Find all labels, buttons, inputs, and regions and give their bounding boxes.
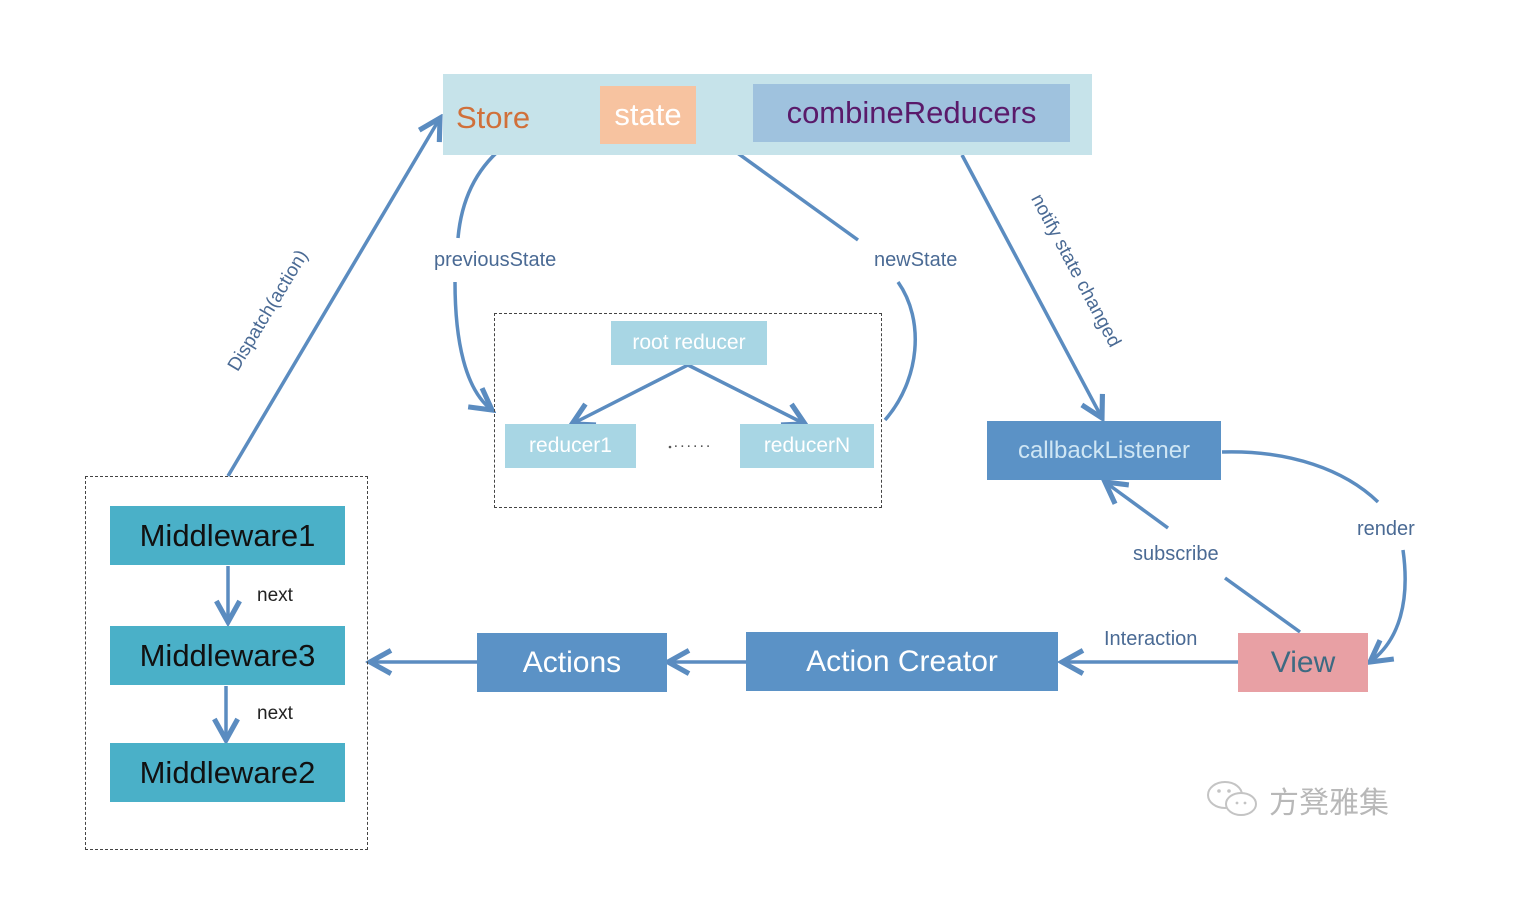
middleware-group — [85, 476, 368, 850]
watermark-text: 方凳雅集 — [1269, 786, 1389, 821]
previous-state-label: previousState — [434, 249, 557, 271]
new-state-label: newState — [874, 249, 958, 271]
action-creator-node: Action Creator — [746, 632, 1058, 691]
notify-arrow — [960, 154, 1102, 418]
middleware-node-2: Middleware3 — [110, 626, 345, 685]
next-label-1: next — [257, 585, 293, 606]
reducers-group — [494, 313, 882, 508]
render-arc-top — [1221, 450, 1380, 504]
previous-state-arc-bottom — [453, 281, 492, 410]
root-to-reducer1-arrow — [572, 363, 689, 424]
root-to-reducerN-arrow — [687, 363, 805, 424]
reducer1-node: reducer1 — [505, 424, 636, 468]
root-reducer-node: root reducer — [611, 321, 767, 365]
state-node: state — [600, 86, 696, 144]
subscribe-arrow-top — [1105, 482, 1170, 530]
view-node: View — [1238, 633, 1368, 692]
reducerN-node: reducerN — [740, 424, 874, 468]
new-state-arc — [883, 280, 917, 422]
render-arc-bottom — [1370, 549, 1407, 662]
middleware-node-1: Middleware1 — [110, 506, 345, 565]
render-label: render — [1357, 518, 1415, 540]
actions-node: Actions — [477, 633, 667, 692]
middleware-node-3: Middleware2 — [110, 743, 345, 802]
wechat-icon — [1207, 781, 1257, 816]
ellipsis: ...... — [673, 434, 713, 451]
combine-reducers-node: combineReducers — [753, 84, 1070, 142]
subscribe-arrow-bottom — [1223, 576, 1302, 634]
dispatch-arrow — [226, 118, 440, 477]
watermark: 方凳雅集 — [1205, 778, 1389, 822]
subscribe-label: subscribe — [1133, 543, 1219, 565]
callback-listener-node: callbackListener — [987, 421, 1221, 480]
ellipsis-dot — [668, 445, 672, 449]
store-label: Store — [456, 100, 531, 135]
next-label-2: next — [257, 703, 293, 724]
interaction-label: Interaction — [1104, 628, 1198, 650]
